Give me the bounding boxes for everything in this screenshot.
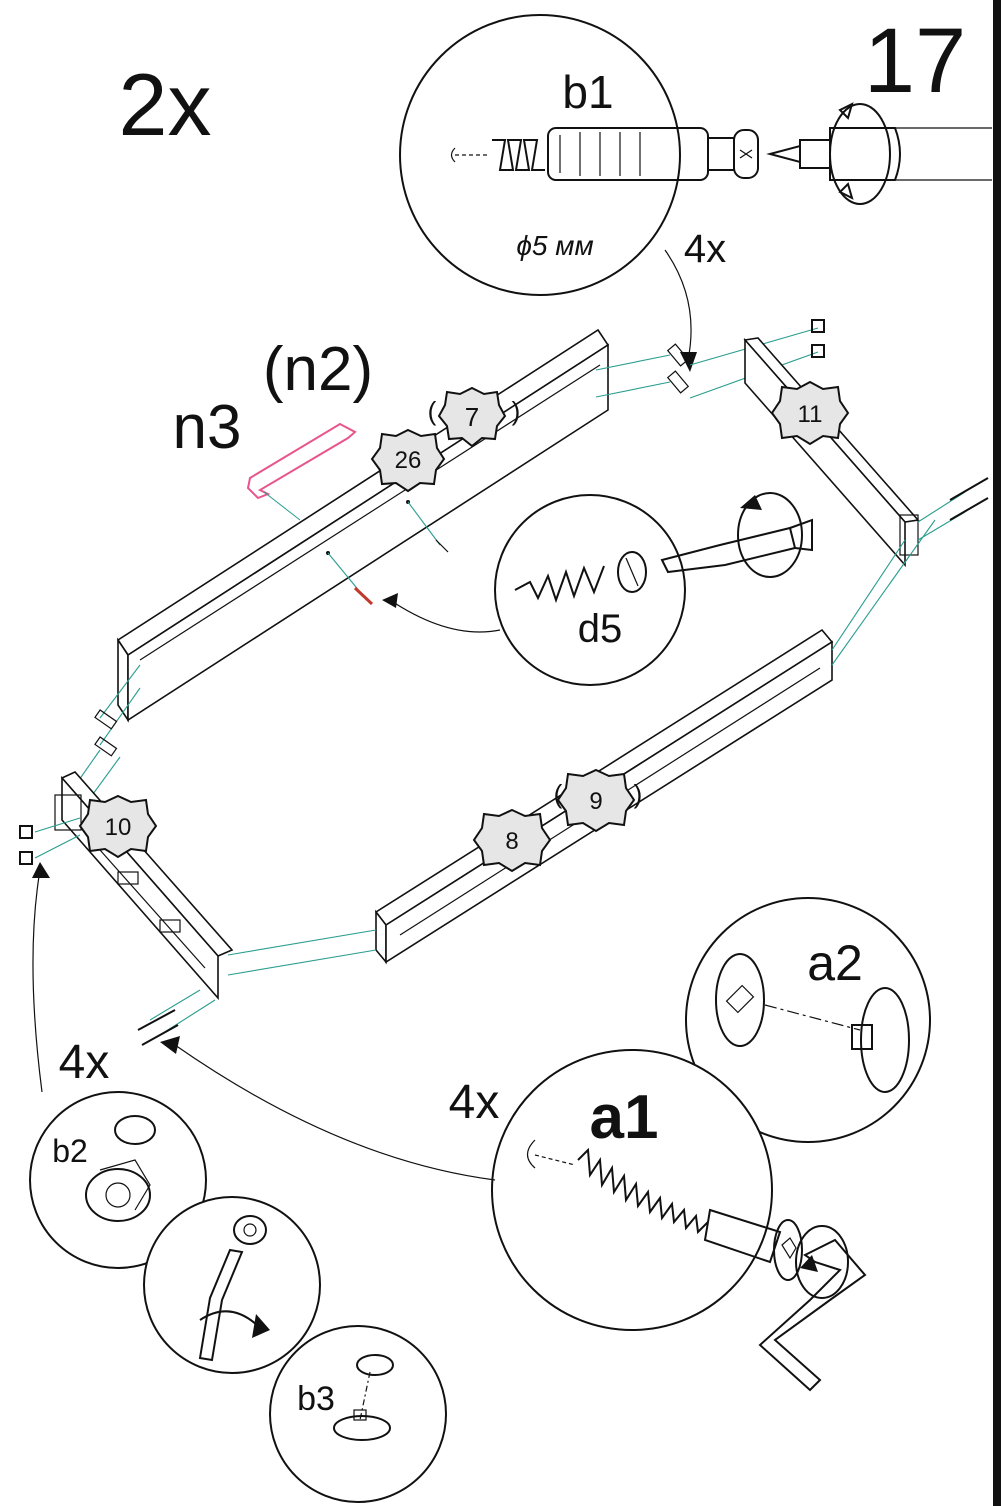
- badge-8-label: 8: [505, 828, 518, 855]
- a1-label: a1: [590, 1083, 659, 1152]
- connector-bolt-icon: [526, 1139, 803, 1281]
- rotate-arrow-icon: [795, 1225, 849, 1299]
- part-badge-26: 26: [370, 428, 446, 493]
- connector-bolt-icon: [450, 127, 759, 181]
- badge-10-label: 10: [105, 814, 132, 841]
- badge-9-label: 9: [589, 788, 602, 815]
- b2-label: b2: [52, 1133, 88, 1169]
- page-edge-bar: [993, 0, 1001, 1506]
- cam-disc-icon: [715, 953, 765, 1047]
- part-badge-11: 11: [770, 380, 850, 446]
- callout-d5: d5: [382, 492, 813, 686]
- arrowhead: [680, 352, 697, 372]
- cam-cover-icon: [851, 987, 910, 1093]
- quantity-label: 2x: [119, 55, 212, 154]
- cam-lock-icon: [233, 1215, 267, 1245]
- b2-leader-arrow: [32, 869, 43, 1093]
- label-n3: n3: [173, 393, 242, 462]
- a1-leader-arrow: [174, 1044, 496, 1181]
- callout-b2: 4x b2: [29, 862, 207, 1269]
- rotate-arrow-icon: [199, 1310, 270, 1338]
- cam-cover-icon: [333, 1354, 394, 1441]
- rotate-arrow-icon: [829, 102, 891, 205]
- b2-qty: 4x: [59, 1036, 110, 1089]
- d5-leader-arrow: [389, 599, 501, 633]
- screw-icon: [514, 551, 647, 604]
- paren-close: ): [634, 779, 643, 809]
- b1-label: b1: [562, 66, 613, 118]
- allen-key-icon: [758, 1238, 867, 1392]
- part-badge-10: 10: [78, 794, 158, 859]
- paren-open: (: [428, 396, 437, 426]
- arrowhead: [382, 593, 398, 608]
- part-badge-7: ( 7 ): [428, 386, 521, 448]
- part-badge-9: ( 9 ): [554, 768, 643, 833]
- callout-b1: b1 ϕ5 мм: [399, 14, 992, 372]
- b3-label: b3: [297, 1380, 335, 1418]
- paren-close: ): [512, 396, 521, 426]
- arrowhead: [32, 862, 50, 878]
- badge-26-label: 26: [395, 447, 422, 474]
- callout-a1: a1 4x: [160, 1036, 867, 1392]
- part-badge-8: 8: [472, 808, 552, 873]
- side-panel-left: [19, 771, 377, 1046]
- badge-7-label: 7: [465, 402, 479, 432]
- rotate-arrow-icon: [737, 492, 803, 578]
- d5-label: d5: [578, 607, 623, 651]
- screwdriver-icon: [660, 518, 813, 574]
- a2-label: a2: [807, 935, 863, 991]
- arrowhead: [160, 1036, 180, 1054]
- b1-qty: 4x: [684, 227, 726, 271]
- callout-b3: b3: [269, 1325, 447, 1503]
- callout-screwdriver-step: [143, 1196, 321, 1374]
- cam-lock-icon: [85, 1115, 156, 1222]
- step-number: 17: [864, 10, 966, 112]
- paren-open: (: [554, 779, 563, 809]
- screwdriver-icon: [198, 1248, 244, 1362]
- badge-11-label: 11: [798, 401, 823, 428]
- a1-qty: 4x: [449, 1076, 500, 1129]
- b1-leader-arrow: [664, 249, 692, 361]
- screwdriver-icon: [766, 127, 992, 181]
- handle-part: [246, 422, 357, 521]
- b1-diameter: ϕ5 мм: [516, 230, 593, 261]
- label-n2: (n2): [263, 335, 373, 404]
- callout-a2: a2: [685, 897, 931, 1143]
